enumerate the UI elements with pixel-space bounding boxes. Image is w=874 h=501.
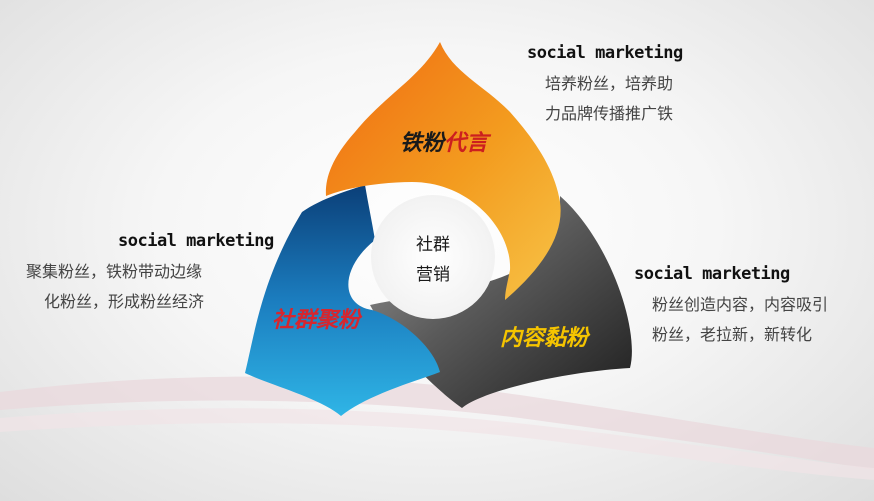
text-block-left: social marketing 聚集粉丝，铁粉带动边缘 化粉丝，形成粉丝经济 — [26, 231, 274, 317]
background-swoosh — [0, 376, 874, 470]
block-line: 聚集粉丝，铁粉带动边缘 — [26, 262, 203, 281]
block-heading: social marketing — [118, 231, 274, 251]
petal-top-label: 铁粉代言 — [400, 131, 492, 156]
petal-top — [325, 42, 561, 300]
petal-left — [245, 185, 440, 416]
center-label-line2: 营销 — [416, 265, 450, 285]
center-label-line1: 社群 — [416, 235, 450, 255]
petal-top-label-b: 代言 — [444, 131, 492, 156]
block-line: 培养粉丝，培养助 — [545, 74, 674, 93]
block-line: 粉丝创造内容，内容吸引 — [652, 295, 829, 314]
block-heading: social marketing — [634, 264, 790, 284]
petal-top-label-a: 铁粉 — [400, 131, 447, 156]
text-block-right: social marketing 粉丝创造内容，内容吸引 粉丝，老拉新，新转化 — [634, 264, 828, 350]
block-heading: social marketing — [527, 43, 683, 63]
block-line: 粉丝，老拉新，新转化 — [652, 325, 813, 344]
center-circle — [371, 195, 495, 319]
background-swoosh — [0, 408, 874, 480]
text-block-top-right: social marketing 培养粉丝，培养助 力品牌传播推广铁 — [527, 43, 683, 129]
petal-right — [370, 196, 632, 408]
block-line: 化粉丝，形成粉丝经济 — [44, 292, 205, 311]
petal-right-label: 内容黏粉 — [500, 325, 591, 351]
block-line: 力品牌传播推广铁 — [545, 104, 674, 123]
petal-left-label: 社群聚粉 — [272, 307, 363, 333]
